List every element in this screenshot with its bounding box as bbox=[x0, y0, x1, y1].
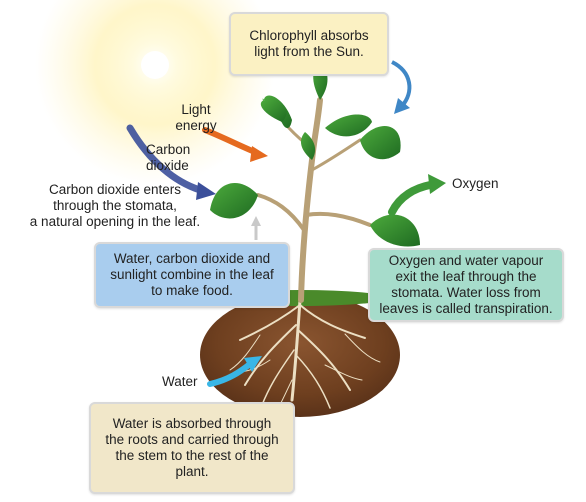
leaf-top-left-2 bbox=[260, 99, 287, 122]
co2-enters-label: Carbon dioxide enters through the stomat… bbox=[29, 182, 201, 229]
leaf-top-right bbox=[325, 114, 372, 137]
light-energy-label: Light energy bbox=[175, 102, 217, 133]
oxygen-label: Oxygen bbox=[452, 176, 499, 191]
leaf-small-mid bbox=[300, 132, 316, 160]
callout-oxygen-exit: Oxygen and water vapour exit the leaf th… bbox=[368, 248, 564, 322]
roots bbox=[229, 298, 381, 413]
callout-water-absorbed: Water is absorbed through the roots and … bbox=[89, 402, 295, 494]
water-label: Water bbox=[162, 374, 198, 389]
callout-water-absorbed-text: Water is absorbed through the roots and … bbox=[105, 416, 279, 479]
arrow-water bbox=[207, 356, 262, 387]
callout-chlorophyll: Chlorophyll absorbs light from the Sun. bbox=[229, 12, 389, 76]
arrow-chlorophyll bbox=[390, 60, 412, 114]
leaf-right-lower bbox=[370, 214, 420, 247]
callout-combine: Water, carbon dioxide and sunlight combi… bbox=[94, 242, 290, 308]
leaf-left bbox=[210, 183, 258, 219]
callout-chlorophyll-text: Chlorophyll absorbs light from the Sun. bbox=[249, 28, 369, 59]
arrow-carbon-dioxide bbox=[126, 124, 216, 200]
callout-oxygen-exit-text: Oxygen and water vapour exit the leaf th… bbox=[379, 253, 553, 316]
arrow-combine-up bbox=[251, 216, 261, 240]
sun-icon bbox=[141, 51, 169, 79]
soil-mound bbox=[200, 293, 400, 417]
leaf-right-mid bbox=[360, 126, 401, 160]
leaves bbox=[210, 60, 420, 247]
sun-glow bbox=[35, 0, 275, 185]
arrow-oxygen bbox=[388, 174, 446, 216]
callout-combine-text: Water, carbon dioxide and sunlight combi… bbox=[110, 251, 274, 298]
carbon-dioxide-label: Carbon dioxide bbox=[146, 142, 191, 173]
arrow-light-energy bbox=[202, 127, 268, 162]
